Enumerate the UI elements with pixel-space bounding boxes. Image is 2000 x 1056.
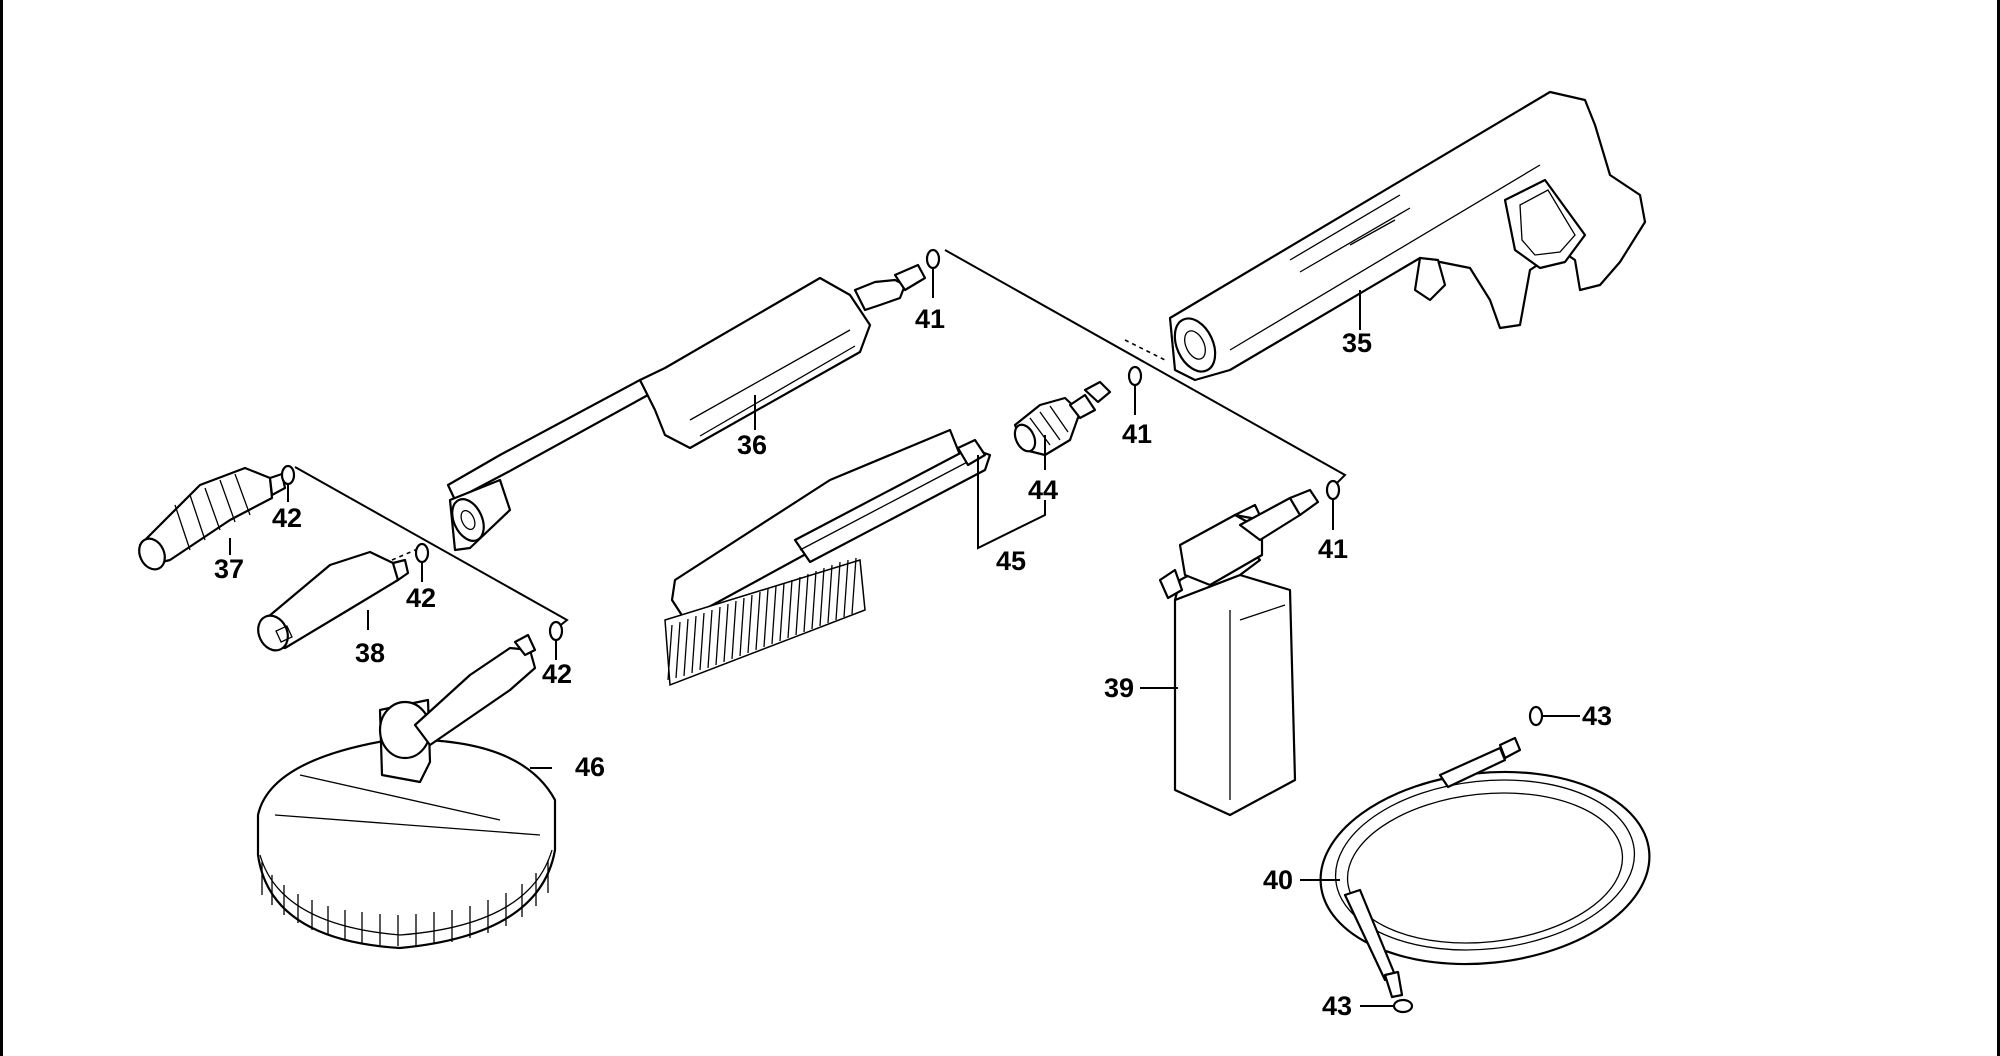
- o-ring-42-bottom: [548, 620, 564, 642]
- part-45-washing-brush: [664, 428, 992, 687]
- callout-35: 35: [1342, 328, 1372, 358]
- callout-42-middle: 42: [406, 583, 436, 613]
- part-39-detergent-bottle: [1158, 488, 1320, 817]
- o-ring-43-top: [1528, 705, 1544, 727]
- callout-46: 46: [575, 752, 605, 782]
- part-38-fan-nozzle: [257, 550, 410, 652]
- callout-38: 38: [355, 638, 385, 668]
- part-37-rotary-nozzle: [138, 466, 287, 571]
- part-44-adapter: [1013, 380, 1112, 457]
- callout-39: 39: [1104, 673, 1134, 703]
- part-40-hose: [1319, 736, 1651, 999]
- callout-labels: 35 36 37 38 39 40 41 41 41 42 42 42 43 4…: [214, 304, 1612, 1021]
- callout-43-top: 43: [1582, 701, 1612, 731]
- o-ring-41-top: [925, 248, 941, 270]
- callout-36: 36: [737, 430, 767, 460]
- callout-41-middle: 41: [1122, 419, 1152, 449]
- callout-44: 44: [1028, 475, 1058, 505]
- callout-42-top: 42: [272, 503, 302, 533]
- callout-37: 37: [214, 554, 244, 584]
- o-ring-42-top: [280, 464, 296, 486]
- o-ring-43-bottom: [1392, 998, 1414, 1014]
- callout-41-right: 41: [1318, 534, 1348, 564]
- callout-43-bottom: 43: [1322, 991, 1352, 1021]
- part-36-spray-lance: [446, 263, 927, 552]
- left-border: [0, 0, 3, 1056]
- callout-leaders: [229, 268, 1580, 1007]
- o-ring-42-middle: [414, 542, 430, 564]
- part-35-spray-gun: [1168, 90, 1647, 382]
- callout-41-top: 41: [915, 304, 945, 334]
- right-border: [1997, 0, 2000, 1056]
- callout-42-bottom: 42: [542, 659, 572, 689]
- part-46-patio-cleaner: [256, 633, 557, 950]
- callout-45: 45: [996, 546, 1026, 576]
- brush-bristles: [667, 557, 857, 681]
- o-ring-41-right: [1325, 479, 1341, 501]
- callout-40: 40: [1263, 865, 1293, 895]
- o-rings: [280, 248, 1544, 1014]
- o-ring-41-middle: [1127, 365, 1143, 387]
- patio-bristles: [261, 860, 549, 946]
